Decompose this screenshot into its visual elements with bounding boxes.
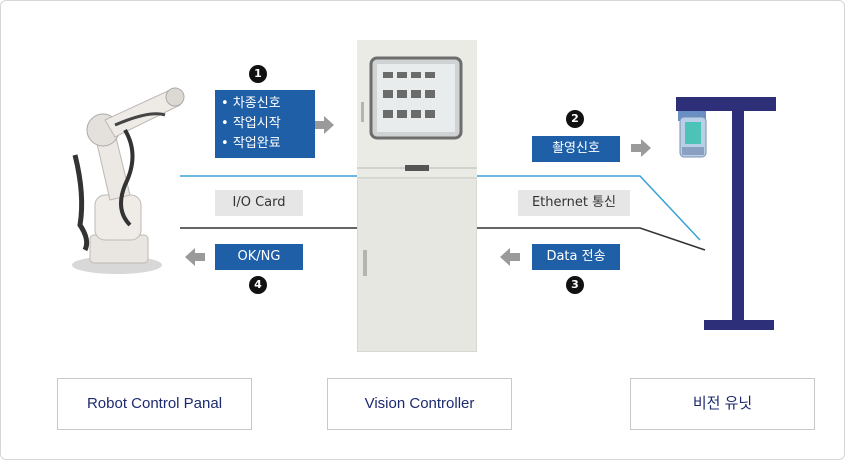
- ethernet-label: Ethernet 통신: [518, 190, 630, 216]
- step-1-item: 차종신호: [221, 94, 309, 114]
- vision-unit-label: 비전 유닛: [630, 378, 815, 430]
- vision-controller-cabinet-image: [357, 40, 477, 352]
- step-3-number: 3: [566, 276, 584, 294]
- io-card-label: I/O Card: [215, 190, 303, 216]
- ethernet-line: [180, 175, 701, 241]
- step-2-number: 2: [566, 110, 584, 128]
- step-3-label: Data 전송: [532, 244, 620, 270]
- arrow-left-step3: [500, 248, 520, 266]
- step-1-item: 작업완료: [221, 134, 309, 154]
- step-4-label: OK/NG: [215, 244, 303, 270]
- step-1-signal-list: 차종신호 작업시작 작업완료: [215, 90, 315, 158]
- step-1-item: 작업시작: [221, 114, 309, 134]
- arrow-left-step4: [185, 248, 205, 266]
- vision-controller-label: Vision Controller: [327, 378, 512, 430]
- vision-unit-stand-image: [676, 97, 776, 330]
- step-2-label: 촬영신호: [532, 136, 620, 162]
- io-line: [180, 227, 706, 251]
- step-1-number: 1: [249, 65, 267, 83]
- robot-arm-image: [72, 87, 185, 274]
- arrow-right-step2: [631, 139, 651, 157]
- arrow-right-step1: [314, 116, 334, 134]
- step-4-number: 4: [249, 276, 267, 294]
- robot-control-panel-label: Robot Control Panal: [57, 378, 252, 430]
